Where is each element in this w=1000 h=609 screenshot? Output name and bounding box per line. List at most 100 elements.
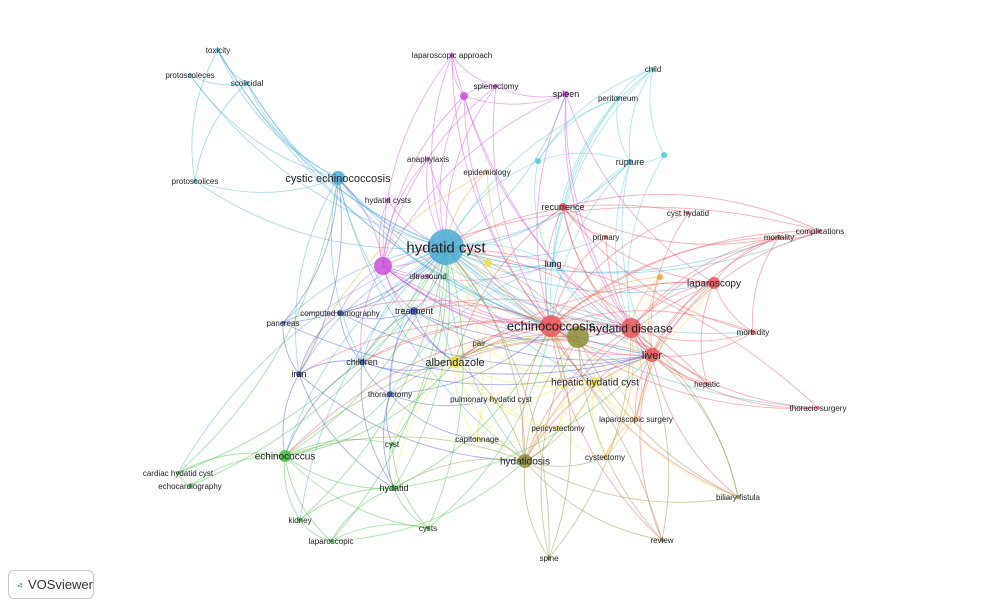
node-label-hepatic-hc[interactable]: hepatic hydatid cyst bbox=[551, 378, 639, 389]
node-hydatid-disease[interactable] bbox=[621, 318, 641, 338]
node-label-echinococcosis[interactable]: echinococcosis bbox=[507, 319, 596, 334]
node-label-echocardiography[interactable]: echocardiography bbox=[158, 482, 222, 491]
node-label-laparoscopic[interactable]: laparoscopic bbox=[309, 537, 354, 546]
node-label-thoracotomy[interactable]: thoracotomy bbox=[368, 390, 412, 399]
node-laparoscopy[interactable] bbox=[708, 277, 720, 289]
node-label-children[interactable]: children bbox=[346, 357, 378, 367]
node-hydatid-cyst[interactable] bbox=[428, 229, 464, 265]
node-label-hydatid-cysts[interactable]: hydatid cysts bbox=[365, 196, 411, 205]
node-recurrence[interactable] bbox=[559, 203, 567, 211]
node-label-hydatid[interactable]: hydatid bbox=[379, 483, 408, 493]
node-anaphylaxis[interactable] bbox=[426, 157, 430, 161]
node-kidney[interactable] bbox=[298, 518, 302, 522]
node-hydatid[interactable] bbox=[391, 485, 397, 491]
node-child[interactable] bbox=[651, 67, 655, 71]
node-label-hepatic[interactable]: hepatic bbox=[694, 380, 720, 389]
node-label-cyst-hydatid[interactable]: cyst hydatid bbox=[667, 209, 709, 218]
node-label-pulmonary-hc[interactable]: pulmonary hydatid cyst bbox=[450, 395, 533, 404]
node-hepatic[interactable] bbox=[705, 382, 709, 386]
node-label-hydatid-disease[interactable]: hydatid disease bbox=[589, 321, 673, 335]
node-hydatidosis[interactable] bbox=[518, 454, 532, 468]
node-rupture[interactable] bbox=[627, 159, 633, 165]
node-pancreas[interactable] bbox=[281, 321, 285, 325]
node-cyst-hydatid[interactable] bbox=[686, 211, 690, 215]
node-label-child[interactable]: child bbox=[645, 65, 661, 74]
node-label-cyst[interactable]: cyst bbox=[385, 440, 400, 449]
node-echocardiography[interactable] bbox=[188, 484, 192, 488]
node-label-ultrasound[interactable]: ultrasound bbox=[409, 272, 446, 281]
node-hydatid-cysts[interactable] bbox=[386, 198, 390, 202]
node-label-treatment[interactable]: treatment bbox=[395, 306, 434, 316]
node-cyan-a[interactable] bbox=[535, 158, 541, 164]
node-toxicity[interactable] bbox=[216, 48, 220, 52]
node-mortality[interactable] bbox=[777, 235, 781, 239]
node-label-laparoscopy[interactable]: laparoscopy bbox=[687, 279, 741, 290]
node-complications[interactable] bbox=[818, 229, 822, 233]
node-label-protoscoleces[interactable]: protoscoleces bbox=[165, 71, 214, 80]
node-label-lung[interactable]: lung bbox=[544, 259, 561, 269]
node-epidemiology[interactable] bbox=[485, 170, 489, 174]
node-label-complications[interactable]: complications bbox=[796, 227, 844, 236]
node-thoracic-surgery[interactable] bbox=[816, 406, 820, 410]
node-orange-dot[interactable] bbox=[657, 274, 663, 280]
node-iran[interactable] bbox=[296, 371, 302, 377]
node-spleen[interactable] bbox=[563, 91, 569, 97]
node-label-pair[interactable]: pair bbox=[472, 339, 486, 348]
node-protoscolices[interactable] bbox=[193, 179, 197, 183]
node-label-scolicidal[interactable]: scolicidal bbox=[231, 79, 264, 88]
node-pair[interactable] bbox=[477, 341, 481, 345]
node-label-spleen[interactable]: spleen bbox=[553, 89, 580, 99]
node-label-cardiac-hc[interactable]: cardiac hydatid cyst bbox=[143, 469, 214, 478]
node-label-primary[interactable]: primary bbox=[593, 233, 620, 242]
node-morbidity[interactable] bbox=[751, 330, 755, 334]
node-capitonnage[interactable] bbox=[475, 437, 479, 441]
node-label-thoracic-surgery[interactable]: thoracic surgery bbox=[790, 404, 847, 413]
node-label-kidney[interactable]: kidney bbox=[288, 516, 311, 525]
node-olive-big[interactable] bbox=[567, 326, 589, 348]
node-lung[interactable] bbox=[550, 261, 556, 267]
node-cyst[interactable] bbox=[390, 442, 394, 446]
node-label-cysts[interactable]: cysts bbox=[419, 524, 437, 533]
node-label-morbidity[interactable]: morbidity bbox=[737, 328, 769, 337]
node-pericystectomy[interactable] bbox=[556, 426, 560, 430]
node-label-mortality[interactable]: mortality bbox=[764, 233, 794, 242]
node-label-computed-tomo[interactable]: computed tomography bbox=[300, 309, 380, 318]
node-lap-surgery[interactable] bbox=[634, 417, 638, 421]
node-label-toxicity[interactable]: toxicity bbox=[206, 46, 230, 55]
node-label-anaphylaxis[interactable]: anaphylaxis bbox=[407, 155, 449, 164]
node-label-capitonnage[interactable]: capitonnage bbox=[455, 435, 499, 444]
node-purple-node[interactable] bbox=[460, 92, 468, 100]
node-label-pericystectomy[interactable]: pericystectomy bbox=[531, 424, 584, 433]
node-liver[interactable] bbox=[645, 348, 659, 362]
node-label-spine[interactable]: spine bbox=[539, 554, 559, 563]
node-label-splenectomy[interactable]: splenectomy bbox=[474, 82, 519, 91]
node-pulmonary-hc[interactable] bbox=[489, 397, 493, 401]
node-primary[interactable] bbox=[604, 235, 608, 239]
node-biliary-fistula[interactable] bbox=[736, 495, 740, 499]
node-yellow-dot[interactable] bbox=[484, 259, 492, 267]
node-purple-big[interactable] bbox=[374, 257, 392, 275]
node-cystectomy[interactable] bbox=[603, 455, 607, 459]
node-label-cystic-echino[interactable]: cystic echinococcosis bbox=[285, 173, 391, 185]
node-label-iran[interactable]: iran bbox=[291, 369, 306, 379]
node-cyan-b[interactable] bbox=[661, 152, 667, 158]
node-treatment[interactable] bbox=[410, 307, 418, 315]
node-label-protoscolices[interactable]: protoscolices bbox=[172, 177, 219, 186]
node-protoscoleces[interactable] bbox=[188, 73, 192, 77]
node-label-lap-surgery[interactable]: laparoscopic surgery bbox=[599, 415, 673, 424]
node-label-lap-approach[interactable]: laparoscopic approach bbox=[412, 51, 493, 60]
node-lap-approach[interactable] bbox=[450, 53, 454, 57]
node-echinococcosis[interactable] bbox=[540, 315, 562, 337]
node-review[interactable] bbox=[660, 538, 664, 542]
node-ultrasound[interactable] bbox=[426, 274, 430, 278]
node-label-liver[interactable]: liver bbox=[642, 350, 663, 362]
node-label-cystectomy[interactable]: cystectomy bbox=[585, 453, 625, 462]
node-label-albendazole[interactable]: albendazole bbox=[425, 357, 484, 369]
node-thoracotomy[interactable] bbox=[387, 391, 393, 397]
node-label-epidemiology[interactable]: epidemiology bbox=[463, 168, 510, 177]
node-laparoscopic[interactable] bbox=[329, 539, 333, 543]
node-children[interactable] bbox=[359, 359, 365, 365]
node-splenectomy[interactable] bbox=[494, 84, 498, 88]
node-label-hydatidosis[interactable]: hydatidosis bbox=[500, 457, 550, 468]
